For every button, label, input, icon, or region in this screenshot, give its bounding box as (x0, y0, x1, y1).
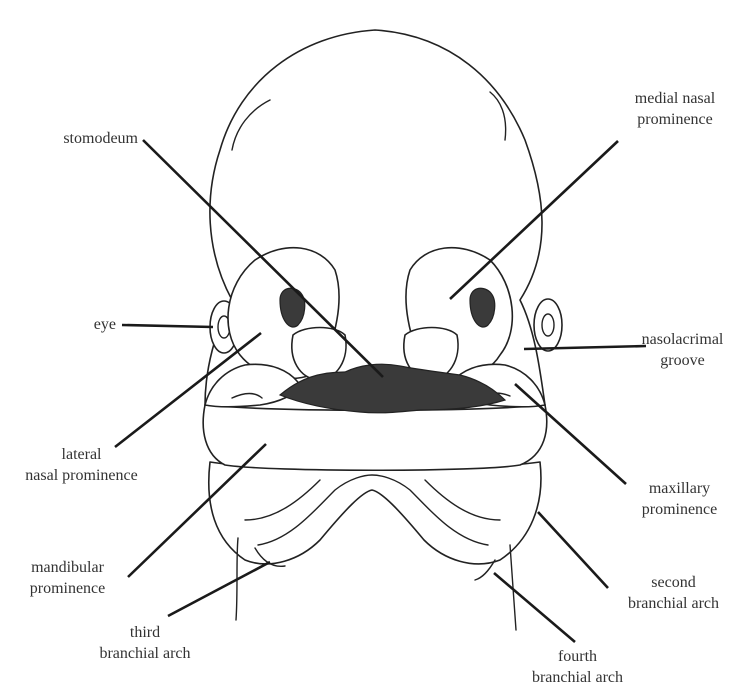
label-mandibular-prominence: mandibular prominence (15, 557, 120, 599)
label-lateral-nasal-prominence: lateral nasal prominence (0, 444, 163, 486)
leader-eye (122, 325, 213, 327)
label-third-arch-line1: third (80, 622, 210, 643)
label-nasolacrimal-groove: nasolacrimal groove (628, 329, 737, 371)
label-third-arch-line2: branchial arch (80, 643, 210, 664)
branchial-arches (209, 462, 541, 630)
eye-right-shape (534, 299, 562, 351)
label-nasolacrimal-line2: groove (628, 350, 737, 371)
mandibular-prominence-shape (203, 405, 547, 470)
label-nasolacrimal-line1: nasolacrimal (628, 329, 737, 350)
leader-fourth-arch (494, 573, 575, 642)
label-fourth-branchial-arch: fourth branchial arch (510, 646, 645, 688)
leader-second-arch (538, 512, 608, 588)
label-second-arch-line1: second (610, 572, 737, 593)
label-medial-nasal-prominence: medial nasal prominence (610, 88, 737, 130)
label-fourth-arch-line1: fourth (510, 646, 645, 667)
label-fourth-arch-line2: branchial arch (510, 667, 645, 688)
label-stomodeum-text: stomodeum (0, 128, 138, 149)
label-medial-nasal-line1: medial nasal (610, 88, 737, 109)
label-medial-nasal-line2: prominence (610, 109, 737, 130)
label-maxillary-prominence: maxillary prominence (622, 478, 737, 520)
label-maxillary-line2: prominence (622, 499, 737, 520)
label-stomodeum: stomodeum (0, 128, 138, 149)
leader-third-arch (168, 562, 270, 616)
label-maxillary-line1: maxillary (622, 478, 737, 499)
label-second-branchial-arch: second branchial arch (610, 572, 737, 614)
label-mandibular-line1: mandibular (15, 557, 120, 578)
label-lateral-nasal-line1: lateral (0, 444, 163, 465)
label-eye-text: eye (0, 314, 116, 335)
label-third-branchial-arch: third branchial arch (80, 622, 210, 664)
label-eye: eye (0, 314, 116, 335)
label-mandibular-line2: prominence (15, 578, 120, 599)
label-second-arch-line2: branchial arch (610, 593, 737, 614)
label-lateral-nasal-line2: nasal prominence (0, 465, 163, 486)
